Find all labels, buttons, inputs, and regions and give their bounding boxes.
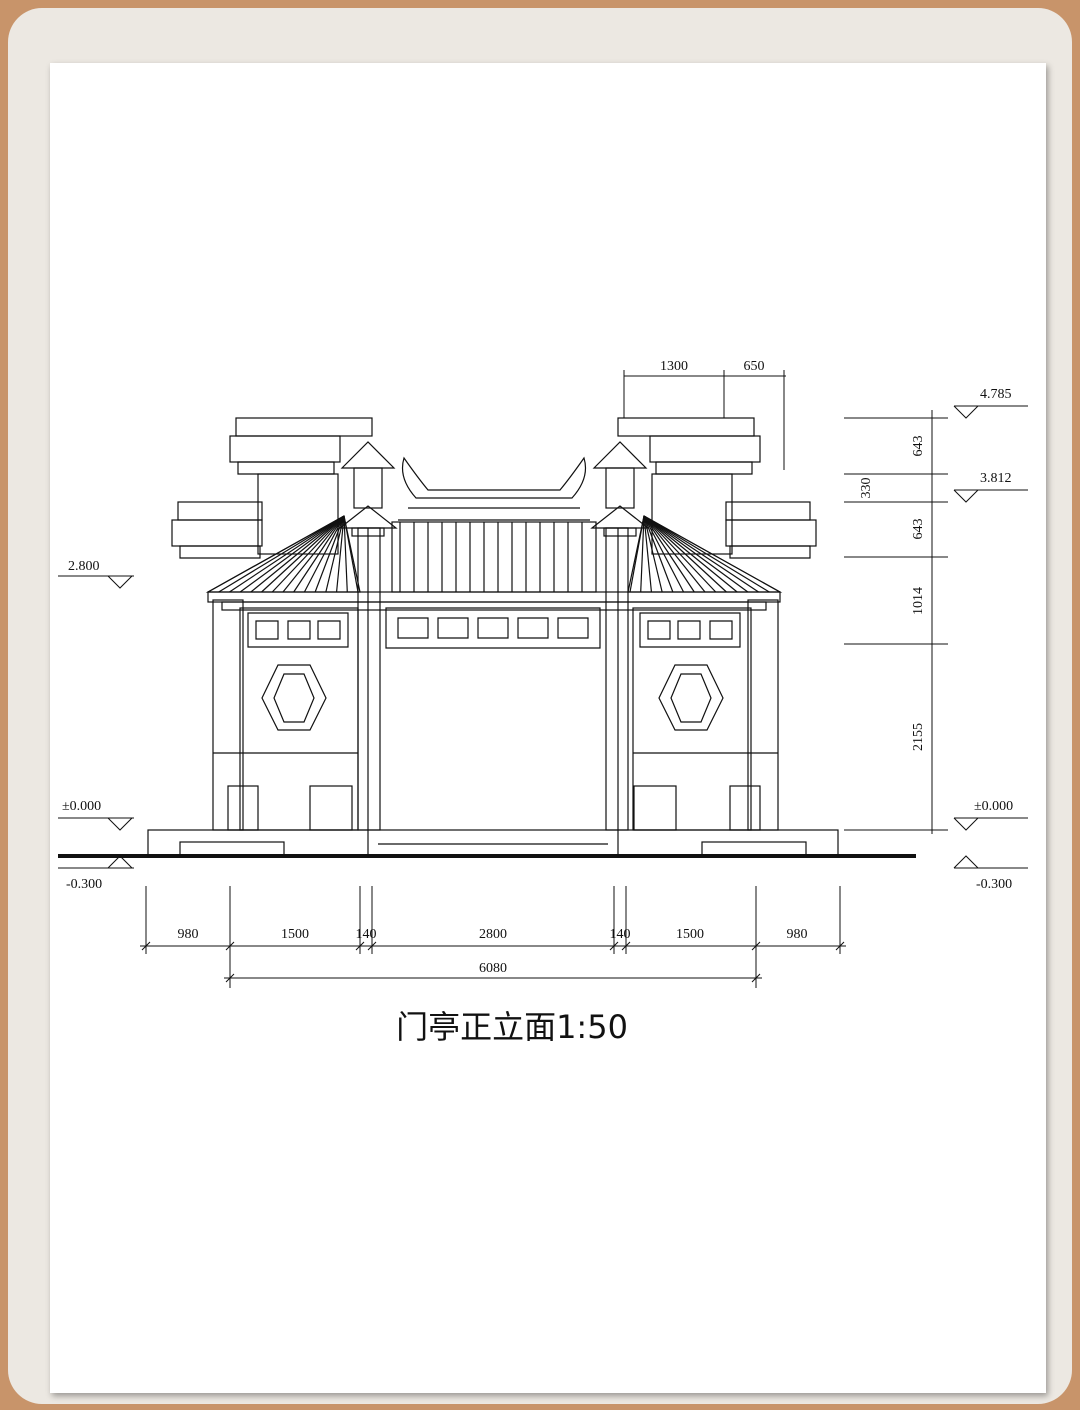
dim-v-2155: 2155	[911, 723, 926, 751]
elev-right-base: -0.300	[976, 877, 1012, 892]
left-wing	[212, 599, 359, 831]
bench-right	[633, 785, 677, 831]
dim-b-980-right: 980	[787, 927, 808, 942]
dim-top-650: 650	[744, 359, 765, 374]
hexagon-window-left	[261, 664, 327, 731]
lattice-right	[639, 612, 741, 648]
dim-v-643-top: 643	[911, 436, 926, 457]
right-vertical-dimension-chain	[844, 410, 948, 834]
step-left	[179, 841, 285, 857]
drawing-sheet: 1300 650 643 330 643 1014 2155	[50, 63, 1046, 1393]
central-roof-tiles	[391, 521, 597, 593]
elev-4785: 4.785	[980, 387, 1012, 402]
elev-left-base: -0.300	[66, 877, 102, 892]
elevation-markers-right	[953, 405, 1028, 869]
elev-right-ground: ±0.000	[974, 799, 1013, 814]
dim-b-140-right: 140	[610, 927, 631, 942]
elevation-markers-left	[58, 575, 134, 869]
dim-b-140-left: 140	[356, 927, 377, 942]
upper-roof-left	[229, 417, 373, 555]
lattice-center	[385, 607, 601, 649]
central-bay	[357, 527, 629, 856]
dim-b-1500-left: 1500	[281, 927, 309, 942]
dim-b-980-left: 980	[178, 927, 199, 942]
dim-total-6080: 6080	[479, 961, 507, 976]
dim-b-2800: 2800	[479, 927, 507, 942]
step-right	[701, 841, 807, 857]
plinth	[147, 829, 839, 857]
elev-left-ground: ±0.000	[62, 799, 101, 814]
right-wing	[632, 599, 779, 831]
mid-roof-left	[171, 501, 263, 559]
elev-3812: 3.812	[980, 471, 1012, 486]
dim-top-1300: 1300	[660, 359, 688, 374]
dim-v-330: 330	[859, 478, 874, 499]
eave-band	[207, 591, 781, 603]
dim-b-1500-right: 1500	[676, 927, 704, 942]
hexagon-window-right	[658, 664, 724, 731]
elev-2800: 2.800	[68, 559, 100, 574]
post-cap-left	[338, 441, 398, 537]
top-dimension-chain	[623, 370, 786, 470]
drawing-title: 门亭正立面1:50	[396, 1008, 628, 1046]
bench-left	[309, 785, 353, 831]
bottom-dimension-chain	[140, 886, 846, 988]
lattice-left	[247, 612, 349, 648]
central-ridge	[401, 456, 587, 499]
mid-roof-right	[725, 501, 817, 559]
gate-pavilion-elevation-drawing: 1300 650 643 330 643 1014 2155	[58, 359, 1028, 1046]
photo-frame: 1300 650 643 330 643 1014 2155	[8, 8, 1072, 1404]
post-cap-right	[590, 441, 650, 537]
dim-v-1014: 1014	[911, 587, 926, 615]
dim-v-643: 643	[911, 519, 926, 540]
upper-roof-right	[617, 417, 761, 555]
